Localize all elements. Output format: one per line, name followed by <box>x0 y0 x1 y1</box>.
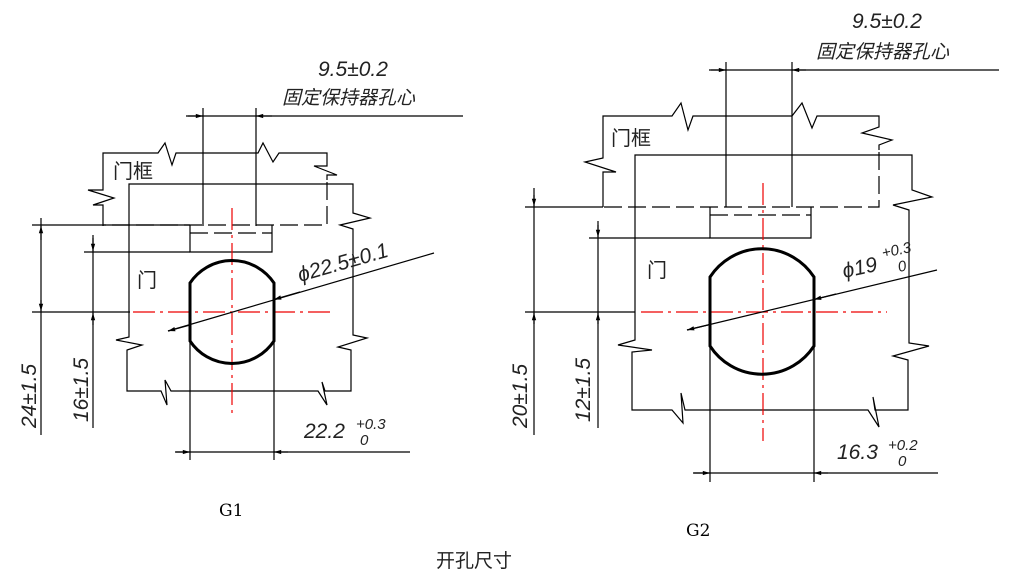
outer-height-text: 24±1.5 <box>18 364 41 429</box>
height-dimensions: 20±1.5 12±1.5 <box>509 188 710 435</box>
width-tol-lower: 0 <box>898 453 907 470</box>
door-label: 门 <box>137 268 157 292</box>
width-tol-upper: +0.2 <box>888 437 918 454</box>
drawing-label-g2: G2 <box>686 521 710 541</box>
width-tol-lower: 0 <box>360 432 369 449</box>
holder-dim-text: 9.5±0.2 <box>318 58 388 81</box>
holder-center-dimension: 9.5±0.2 固定保持器孔心 <box>709 10 999 207</box>
diameter-dimension: ϕ22.5±0.1 <box>167 239 435 332</box>
inner-height-text: 12±1.5 <box>572 358 595 422</box>
frame-label: 门框 <box>113 159 153 183</box>
holder-center-dimension: 9.5±0.2 固定保持器孔心 <box>186 58 463 226</box>
door-outline: 门 <box>115 183 373 406</box>
door-label: 门 <box>647 258 667 282</box>
drawing-g1: 9.5±0.2 固定保持器孔心 门框 门 24±1.5 16±1.5 <box>18 58 463 521</box>
frame-label: 门框 <box>611 126 651 150</box>
width-tol-upper: +0.3 <box>356 416 386 433</box>
inner-height-text: 16±1.5 <box>70 358 93 422</box>
holder-note-text: 固定保持器孔心 <box>282 87 416 109</box>
width-dimension: 16.3 +0.2 0 <box>693 346 938 482</box>
holder-outline <box>189 225 273 253</box>
diameter-tol-lower: 0 <box>896 257 908 275</box>
height-dimensions: 24±1.5 16±1.5 <box>18 218 190 435</box>
drawing-g2: 9.5±0.2 固定保持器孔心 门框 门 20±1.5 12±1.5 ϕ19 +… <box>509 10 999 541</box>
holder-dim-text: 9.5±0.2 <box>852 10 922 33</box>
outer-height-text: 20±1.5 <box>509 364 532 429</box>
diameter-dimension: ϕ19 +0.3 0 <box>686 239 938 331</box>
figure-caption: 开孔尺寸 <box>436 550 512 572</box>
holder-outline <box>709 207 812 239</box>
diameter-text: ϕ19 <box>840 253 879 283</box>
drawing-label-g1: G1 <box>219 501 243 521</box>
width-text: 16.3 <box>837 441 878 464</box>
diameter-tol-upper: +0.3 <box>880 239 913 262</box>
holder-note-text: 固定保持器孔心 <box>816 41 950 63</box>
door-frame-outline: 门框 <box>582 101 895 208</box>
width-dimension: 22.2 +0.3 0 <box>175 341 410 460</box>
width-text: 22.2 <box>303 420 345 443</box>
door-outline: 门 <box>617 154 935 428</box>
